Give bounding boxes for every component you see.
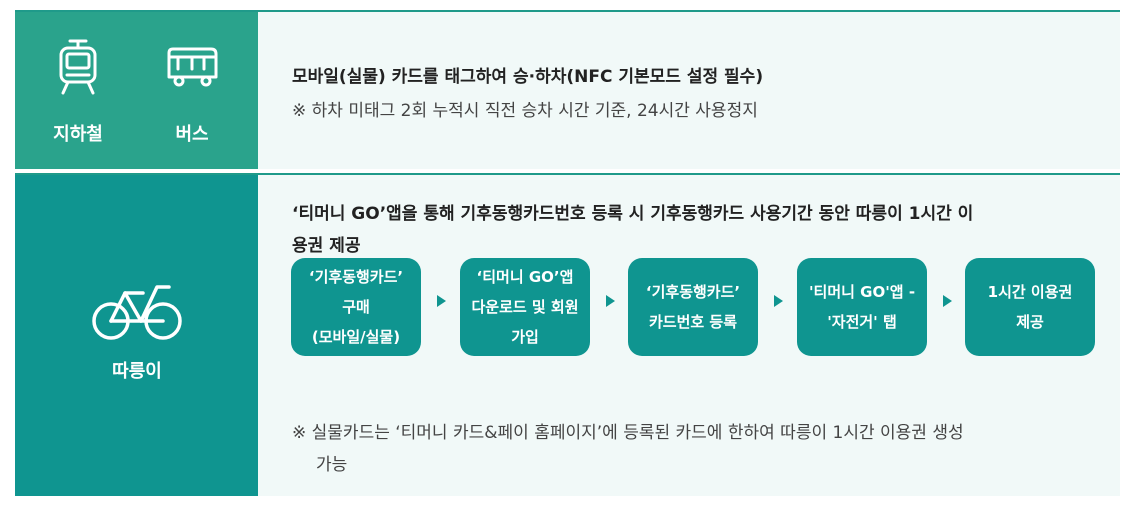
step-arrow-icon bbox=[606, 295, 615, 307]
bus-label: 버스 bbox=[175, 124, 209, 145]
bicycle-icon bbox=[91, 281, 183, 347]
bus-icon bbox=[164, 45, 220, 93]
transit-icon-panel: 지하철 버스 bbox=[15, 12, 258, 169]
transit-main-text: 모바일(실물) 카드를 태그하여 승·하차(NFC 기본모드 설정 필수) bbox=[292, 67, 764, 87]
step-ticket-provided: 1시간 이용권 제공 bbox=[965, 258, 1095, 356]
bike-main-text-line1: ‘티머니 GO’앱을 통해 기후동행카드번호 등록 시 기후동행카드 사용기간 … bbox=[292, 204, 974, 224]
transit-note-text: ※ 하차 미태그 2회 누적시 직전 승차 시간 기준, 24시간 사용정지 bbox=[292, 101, 758, 121]
bike-label: 따릉이 bbox=[112, 361, 162, 382]
step-arrow-icon bbox=[437, 295, 446, 307]
step-buy-card: ‘기후동행카드’ 구매 (모바일/실물) bbox=[291, 258, 421, 356]
step-register-card: ‘기후동행카드’ 카드번호 등록 bbox=[628, 258, 758, 356]
step-bike-tab: '티머니 GO'앱 - '자전거' 탭 bbox=[797, 258, 927, 356]
transit-info-panel: 모바일(실물) 카드를 태그하여 승·하차(NFC 기본모드 설정 필수) ※ … bbox=[258, 12, 1120, 169]
step-arrow-icon bbox=[774, 295, 783, 307]
transit-row: 지하철 버스 모바일(실물) 카드를 태그하여 승·하차(NFC 기본모드 설정… bbox=[15, 10, 1120, 169]
tram-icon bbox=[55, 38, 101, 100]
bike-note-line2: 가능 bbox=[316, 455, 348, 475]
step-arrow-icon bbox=[943, 295, 952, 307]
subway-label: 지하철 bbox=[53, 124, 103, 145]
bike-main-text-line2: 용권 제공 bbox=[292, 236, 361, 256]
bike-icon-panel: 따릉이 bbox=[15, 175, 258, 496]
bike-note-line1: ※ 실물카드는 ‘티머니 카드&페이 홈페이지’에 등록된 카드에 한하여 따릉… bbox=[292, 423, 964, 443]
step-download-app: ‘티머니 GO’앱 다운로드 및 회원 가입 bbox=[460, 258, 590, 356]
